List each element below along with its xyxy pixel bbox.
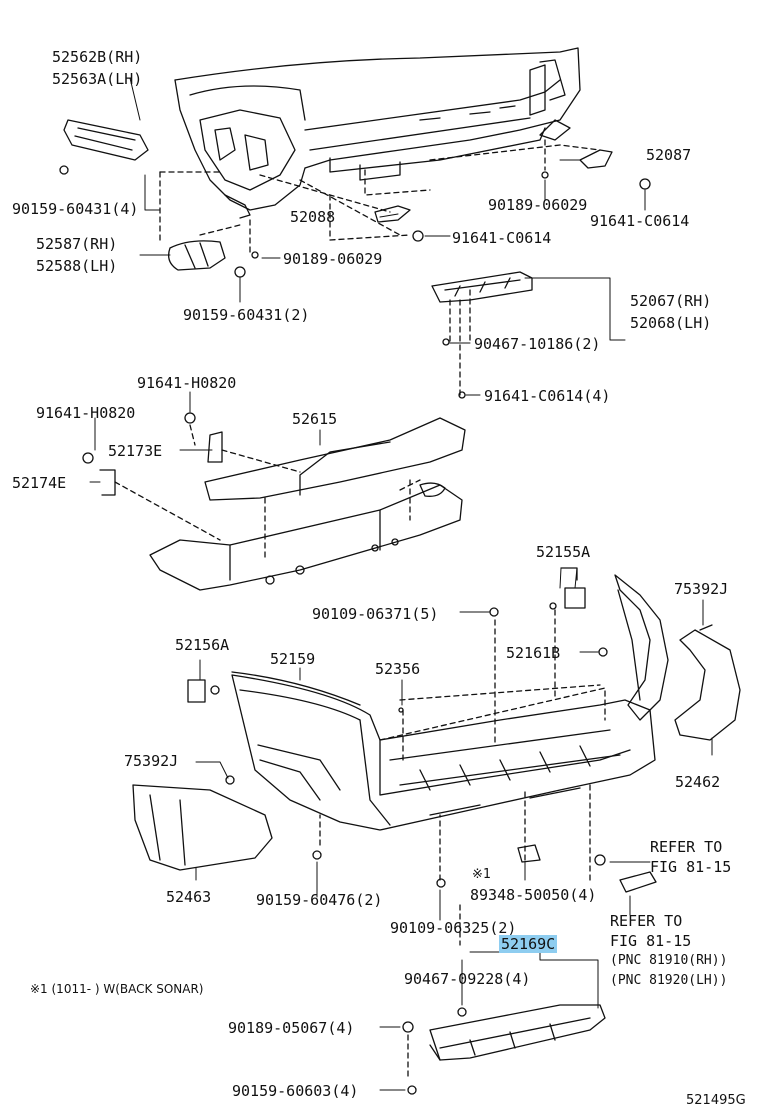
- retainer-52155A: [549, 567, 586, 610]
- end-pad-52462: [674, 624, 741, 741]
- label-52463: 52463: [166, 888, 212, 906]
- label-52087: 52087: [646, 146, 692, 164]
- label-75392j-a: 75392J: [674, 580, 729, 598]
- label-52068: 52068(LH): [630, 314, 712, 332]
- label-refer-b2: FIG 81-15: [610, 932, 692, 950]
- label-52159: 52159: [270, 650, 316, 668]
- label-52587: 52587(RH): [36, 235, 118, 253]
- body-frame-upper: [174, 47, 581, 219]
- label-90189-06029-a: 90189-06029: [488, 196, 588, 214]
- side-seal-52159: [231, 671, 361, 706]
- clip-90159-60476: [312, 850, 322, 860]
- label-91641-c0614-b: 91641-C0614: [590, 212, 690, 230]
- bolt-52161b: [598, 647, 608, 657]
- figure-code: 521495G: [686, 1093, 746, 1108]
- label-note-mark: ※1: [472, 867, 491, 882]
- label-90189-05067: 90189-05067(4): [228, 1019, 355, 1037]
- label-52161b: 52161B: [506, 644, 561, 662]
- label-pnc-rh: (PNC 81910(RH)): [610, 953, 728, 968]
- label-52563a: 52563A(LH): [52, 70, 143, 88]
- sonar-sensor: [619, 871, 657, 893]
- clip-90467-09228: [457, 1007, 467, 1017]
- label-52067: 52067(RH): [630, 292, 712, 310]
- assembly-lines-top: [159, 139, 601, 396]
- label-refer-a1: REFER TO: [650, 838, 723, 856]
- grille-insert: [59, 119, 149, 175]
- label-52588: 52588(LH): [36, 257, 118, 275]
- label-note-back-sonar: ※1 (1011- ) W(BACK SONAR): [30, 982, 204, 996]
- leader-lines: [89, 77, 713, 1091]
- label-52462: 52462: [675, 773, 721, 791]
- bolt-90109-06371: [489, 607, 499, 617]
- sonar-bracket: [517, 844, 541, 863]
- label-90159-60476: 90159-60476(2): [256, 891, 383, 909]
- label-52156a: 52156A: [175, 636, 230, 654]
- label-90159-60603: 90159-60603(4): [232, 1082, 359, 1100]
- label-pnc-lh: (PNC 81920(LH)): [610, 973, 728, 988]
- label-91641-c0614-a: 91641-C0614: [452, 229, 552, 247]
- bolt-90109-06325: [436, 878, 446, 888]
- label-52356: 52356: [375, 660, 421, 678]
- bolt-90159-60603: [407, 1085, 417, 1095]
- label-90109-06371: 90109-06371(5): [312, 605, 439, 623]
- label-91641-h0820-b: 91641-H0820: [36, 404, 136, 422]
- label-90159-60431-4: 90159-60431(4): [12, 200, 139, 218]
- label-refer-a2: FIG 81-15: [650, 858, 732, 876]
- label-90159-60431-2: 90159-60431(2): [183, 306, 310, 324]
- label-89348-50050: 89348-50050(4): [470, 886, 597, 904]
- nut-90189-05067: [402, 1021, 414, 1033]
- label-52169c-highlighted[interactable]: 52169C: [499, 935, 558, 953]
- label-refer-b1: REFER TO: [610, 912, 683, 930]
- lower-cover-52169C: [429, 1004, 606, 1061]
- label-91641-h0820-a: 91641-H0820: [137, 374, 237, 392]
- end-pad-52463: [132, 775, 273, 871]
- bumper-cover: [231, 574, 669, 831]
- bumper-reinforcement: [82, 412, 466, 591]
- label-91641-c0614-4: 91641-C0614(4): [484, 387, 611, 405]
- label-52155a: 52155A: [536, 543, 591, 561]
- label-52562b: 52562B(RH): [52, 48, 143, 66]
- bracket-52088: [374, 205, 424, 242]
- label-90189-06029-b: 90189-06029: [283, 250, 383, 268]
- label-52173e: 52173E: [108, 442, 163, 460]
- label-90109-06325: 90109-06325(2): [390, 919, 517, 937]
- stay-52067: [431, 271, 533, 399]
- bracket-52087: [541, 149, 651, 190]
- assembly-lines-mid: [114, 424, 421, 561]
- label-52088: 52088: [290, 208, 336, 226]
- label-52615: 52615: [292, 410, 338, 428]
- label-75392j-b: 75392J: [124, 752, 179, 770]
- label-52174e: 52174E: [12, 474, 67, 492]
- label-90467-09228: 90467-09228(4): [404, 970, 531, 988]
- sticker-52356: [398, 707, 404, 713]
- reflector-lamp-left: [167, 240, 259, 278]
- bumper-hidden-lines: [319, 609, 606, 946]
- label-90467-10186: 90467-10186(2): [474, 335, 601, 353]
- retainer-52156A: [187, 679, 220, 703]
- sonar-unit: [594, 854, 606, 866]
